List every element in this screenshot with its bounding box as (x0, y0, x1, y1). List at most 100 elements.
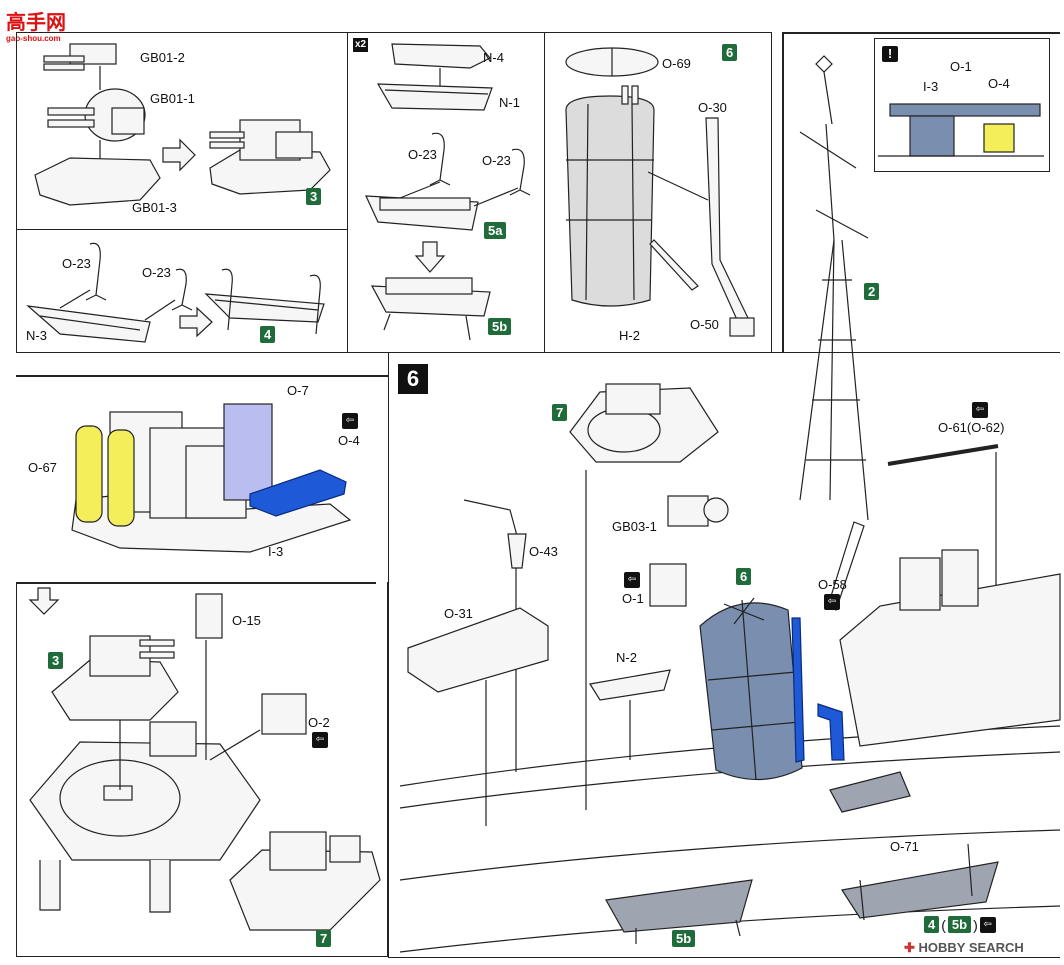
watermark-icon: ✚ (904, 940, 915, 955)
davit-o23-right (171, 268, 193, 311)
arrow-right-step3 (162, 138, 196, 172)
platform-base (29, 721, 261, 913)
label-n1: N-1 (499, 95, 520, 110)
bridge-section-step7 (569, 383, 719, 463)
label-gb01-2: GB01-2 (140, 50, 185, 65)
divider-right-left (782, 32, 784, 353)
boat-o71 (829, 771, 911, 813)
label-o67: O-67 (28, 460, 57, 475)
block-o15 (195, 593, 223, 639)
label-o23-step5-a: O-23 (408, 147, 437, 162)
funnel-step6 (699, 597, 803, 781)
label-gb01-1: GB01-1 (150, 91, 195, 106)
tail-paren-open: ( (941, 916, 946, 933)
multiplier-x2: x2 (353, 38, 369, 52)
label-o69: O-69 (662, 56, 691, 71)
turret-gb01-2 (43, 43, 117, 71)
label-note-i3: I-3 (923, 79, 939, 94)
rail-o61 (887, 444, 999, 466)
label-n3: N-3 (26, 328, 47, 343)
panel-note (874, 38, 1050, 172)
funnel-cap-o69 (565, 47, 659, 77)
badge-step2: 2 (864, 283, 880, 300)
funnels-o67 (75, 425, 135, 527)
divider-right-top (782, 32, 1060, 34)
boat-n2 (589, 669, 671, 701)
boat-assembled-step4 (204, 268, 325, 335)
tail-reference: 4 ( 5b ) ⇦ (924, 916, 996, 933)
cement-icon-tail: ⇦ (979, 916, 996, 933)
site-logo: 高手网 gao-shou.com (6, 6, 66, 43)
label-o23-step5-b: O-23 (482, 153, 511, 168)
label-o71: O-71 (890, 839, 919, 854)
badge-step5b: 5b (488, 318, 512, 335)
logo-site: gao-shou.com (6, 34, 61, 43)
boat-5b-main (605, 879, 753, 944)
cement-icon-o4: ⇦ (342, 413, 358, 429)
block-o2 (261, 693, 307, 735)
cement-icon-o2: ⇦ (312, 732, 328, 748)
pipe-o50 (649, 239, 699, 291)
label-note-o4: O-4 (988, 76, 1010, 91)
boat-canopy-n4 (391, 43, 491, 69)
badge-assembly-3: 3 (48, 652, 64, 669)
davit-o23-step5-right (509, 148, 531, 196)
label-o31: O-31 (444, 606, 473, 621)
badge-step3: 3 (306, 188, 322, 205)
davit-o23-step5-left (429, 132, 451, 186)
arrow-right-step4 (179, 306, 213, 338)
tail-paren-close: ) (973, 916, 978, 933)
logo-brand: 高手网 (6, 12, 66, 34)
divider-superstructure-bottom (16, 582, 376, 584)
turret-step3-assembly (51, 635, 179, 721)
badge-main-5b: 5b (672, 930, 696, 947)
label-o58: O-58 (818, 577, 847, 592)
label-o4: O-4 (338, 433, 360, 448)
badge-assembly-7: 7 (316, 930, 332, 947)
cement-icon-o61: ⇦ (972, 402, 988, 418)
boat-hull-n1 (376, 83, 493, 111)
step-number-6: 6 (398, 364, 428, 394)
platform-assembled (229, 831, 381, 931)
badge-main-7: 7 (552, 404, 568, 421)
turret-gb01-1 (47, 88, 146, 142)
label-o61: O-61(O-62) (938, 420, 1005, 435)
label-gb01-3: GB01-3 (132, 200, 177, 215)
label-o15: O-15 (232, 613, 261, 628)
badge-step6-funnel: 6 (722, 44, 738, 61)
watermark: ✚ HOBBY SEARCH (904, 940, 1024, 956)
badge-step4: 4 (260, 326, 276, 343)
label-o7: O-7 (287, 383, 309, 398)
watermark-text: HOBBY SEARCH (918, 940, 1024, 955)
arrow-down-assembly (28, 587, 60, 615)
funnel-h2 (565, 85, 655, 307)
cement-icon-o1: ⇦ (624, 572, 640, 588)
tail-badge-4: 4 (924, 916, 940, 933)
label-i3: I-3 (268, 544, 284, 559)
mast-step2 (799, 55, 869, 521)
superstructure-main (839, 549, 1061, 747)
lamp-o43 (463, 499, 527, 569)
tail-badge-5b: 5b (947, 916, 972, 933)
rack-o31 (407, 607, 549, 693)
gun-gb03-1 (667, 495, 729, 527)
arrow-down-step5 (414, 241, 446, 273)
badge-step5a: 5a (484, 222, 507, 239)
label-gb03-1: GB03-1 (612, 519, 657, 534)
pipe-blue (791, 617, 845, 763)
davit-o23-left (85, 242, 107, 301)
label-o23-a: O-23 (62, 256, 91, 271)
label-h2: H-2 (619, 328, 640, 343)
turret-assembled-step3 (209, 119, 331, 195)
rack-o4 (249, 469, 347, 517)
badge-main-6: 6 (736, 568, 752, 585)
note-bridge-drawing (878, 103, 1044, 157)
divider-superstructure-top (16, 375, 388, 377)
warning-icon: ! (882, 46, 898, 62)
label-o1: O-1 (622, 591, 644, 606)
boat-4-main (841, 843, 999, 921)
pipe-o30 (705, 117, 755, 337)
label-o50: O-50 (690, 317, 719, 332)
ladder-o58 (827, 521, 865, 611)
